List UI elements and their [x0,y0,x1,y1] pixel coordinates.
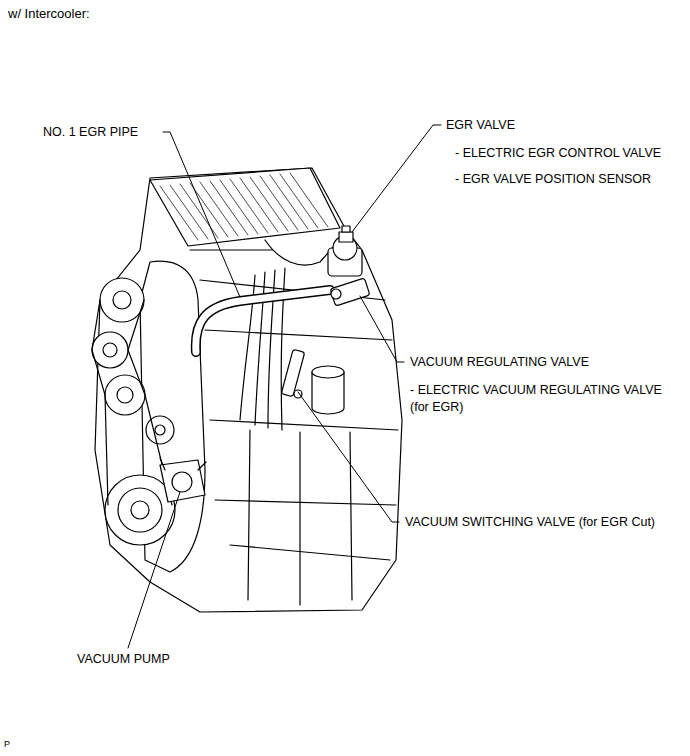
part-label: VACUUM REGULATING VALVE [410,354,589,371]
oil-filter [312,366,344,414]
part-label: - ELECTRIC EGR CONTROL VALVE [455,145,661,162]
vacuum-pump [160,458,206,502]
part-label: - EGR VALVE POSITION SENSOR [455,171,651,188]
leader-line [360,296,404,362]
leader-line [352,125,441,232]
part-label: VACUUM PUMP [77,651,170,668]
block-ribs [248,430,352,605]
drive-belt [92,300,172,505]
vacuum-switching-valve [281,349,304,398]
leader-line [298,392,399,522]
cylinder-head [190,250,398,560]
vacuum-regulating-valve [330,278,370,306]
leader-line [163,132,240,297]
intercooler-duct [265,240,335,265]
egr-pipe-outline [196,290,330,352]
part-label: VACUUM SWITCHING VALVE (for EGR Cut) [405,514,655,531]
part-label: P [4,736,10,753]
part-label: NO. 1 EGR PIPE [43,124,138,141]
part-label: - ELECTRIC VACUUM REGULATING VALVE (for … [410,382,682,416]
egr-valve [328,226,362,276]
intercooler [150,168,340,246]
intercooler-fins [160,173,328,240]
egr-pipe-fill [196,290,330,352]
engine-block [95,168,402,612]
part-label: EGR VALVE [446,117,515,134]
pulleys [92,278,175,545]
leader-line [128,492,180,648]
diagram-title: w/ Intercooler: [8,6,90,22]
